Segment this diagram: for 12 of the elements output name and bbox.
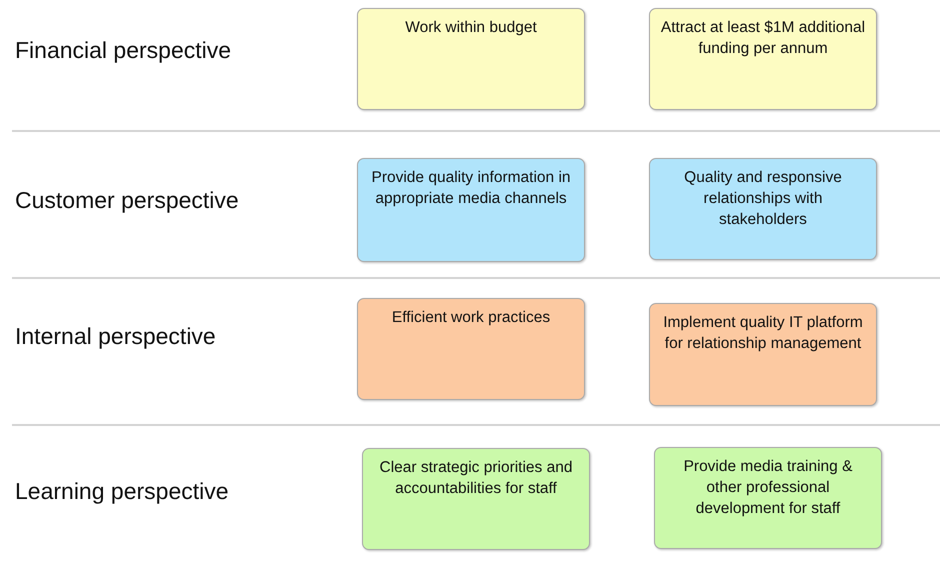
objective-box: Attract at least $1M additional funding per annum	[649, 8, 877, 110]
perspective-label: Customer perspective	[15, 187, 239, 214]
objective-box: Efficient work practices	[357, 298, 585, 400]
objective-box: Provide media training & other professional development for staff	[654, 447, 882, 549]
objective-box: Work within budget	[357, 8, 585, 110]
perspective-label: Internal perspective	[15, 323, 216, 350]
objective-box: Clear strategic priorities and accountabilities for staff	[362, 448, 590, 550]
perspective-label: Financial perspective	[15, 37, 232, 64]
perspective-label: Learning perspective	[15, 478, 229, 505]
objective-box: Quality and responsive relationships with stakeholders	[649, 158, 877, 260]
objective-box: Provide quality information in appropriate media channels	[357, 158, 585, 262]
objective-box: Implement quality IT platform for relationship management	[649, 303, 877, 406]
